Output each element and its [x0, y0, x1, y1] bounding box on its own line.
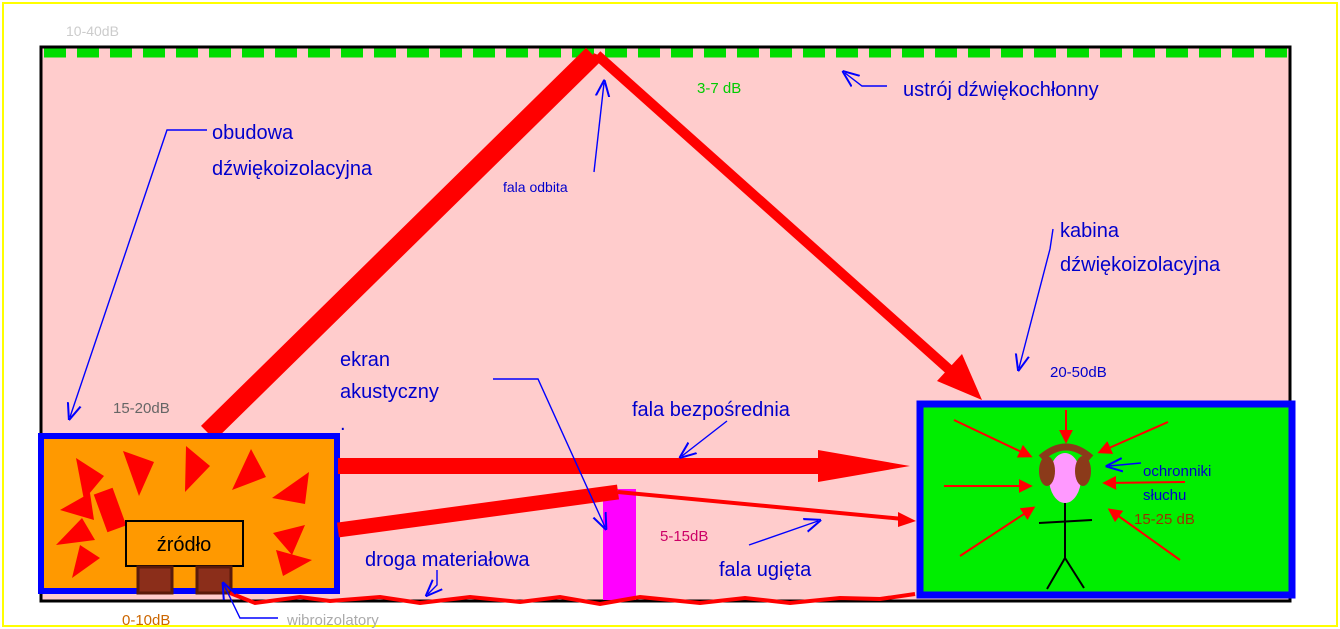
enclosure-db-label: 15-20dB: [113, 400, 170, 417]
absorber-db-label: 3-7 dB: [697, 80, 741, 97]
diffracted-wave: [617, 490, 904, 521]
reflected-wave-arrowhead: [937, 354, 982, 400]
cabin-label-line2: dźwiękoizolacyjna: [1060, 254, 1221, 276]
headband: [1038, 443, 1094, 461]
screen-label-line2: akustyczny: [340, 381, 439, 403]
reflected-wave-incident: [200, 47, 601, 441]
source-radiation-arrows: [56, 446, 312, 578]
annotation-leaders: [70, 73, 1142, 619]
diffracted-wave-label: fala ugięta: [719, 559, 812, 581]
vibration-isolators-label: wibroizolatory: [286, 612, 379, 629]
diffracted-wave-incident: [336, 484, 620, 538]
head: [1049, 453, 1081, 503]
reflected-wave-outgoing: [593, 51, 957, 377]
cabin-label-line1: kabina: [1060, 220, 1120, 242]
structure-borne-path: [229, 591, 916, 607]
sound-cabin: [916, 400, 1296, 599]
absorber-label: ustrój dźwiękochłonny: [903, 79, 1099, 101]
direct-wave-label: fala bezpośrednia: [632, 399, 791, 421]
diffracted-wave-arrowhead: [898, 512, 916, 527]
screen-label-dot: .: [340, 413, 346, 435]
enclosure-label-line2: dźwiękoizolacyjna: [212, 158, 373, 180]
mounts-db-label: 0-10dB: [122, 612, 170, 629]
cabin-db-label: 20-50dB: [1050, 364, 1107, 381]
direct-wave-arrowhead: [818, 450, 910, 482]
cabin-incident-arrows: [944, 410, 1186, 561]
screen-label-line1: ekran: [340, 349, 390, 371]
enclosure-label-line1: obudowa: [212, 122, 294, 144]
material-path-label: droga materiałowa: [365, 549, 530, 571]
screen-db-label: 5-15dB: [660, 528, 708, 545]
reflected-wave-label: fala odbita: [503, 179, 568, 195]
protectors-label-line1: ochronniki: [1143, 463, 1211, 480]
acoustic-screen: [603, 489, 636, 600]
source-label: źródło: [157, 534, 211, 556]
top-db-label: 10-40dB: [66, 23, 119, 39]
earmuff-right: [1075, 456, 1091, 486]
vibration-isolator-left: [136, 565, 174, 595]
noise-source: [125, 520, 244, 567]
worker-figure: [1038, 443, 1094, 590]
protectors-label-line2: słuchu: [1143, 487, 1186, 504]
earmuff-left: [1039, 456, 1055, 486]
protectors-db-label: 15-25 dB: [1134, 511, 1195, 528]
